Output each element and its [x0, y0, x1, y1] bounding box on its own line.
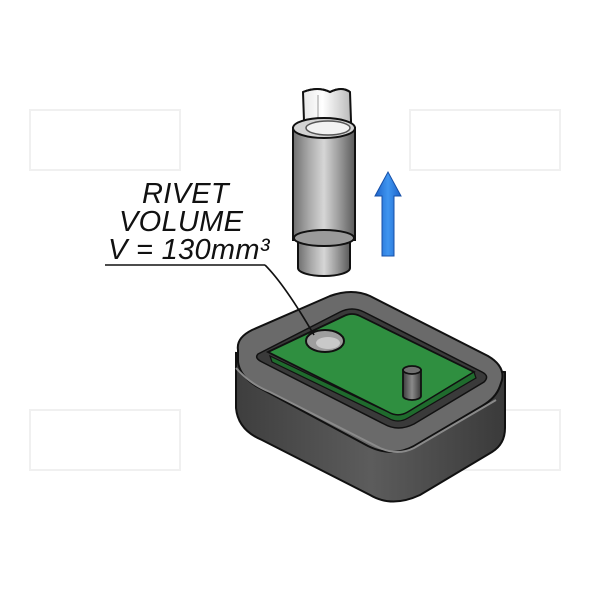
annotation-line-rivet: RIVET [142, 178, 229, 210]
leader-line [105, 264, 315, 336]
pin [402, 365, 422, 401]
annotation-line-volume: VOLUME [119, 206, 244, 238]
rivet-cylinder-upper [292, 117, 356, 241]
rivet-hole [305, 329, 345, 353]
arrow-up-icon [374, 170, 402, 257]
rivet-cylinder-lower [293, 229, 355, 277]
annotation-line-value: V = 130mm³ [108, 234, 270, 266]
